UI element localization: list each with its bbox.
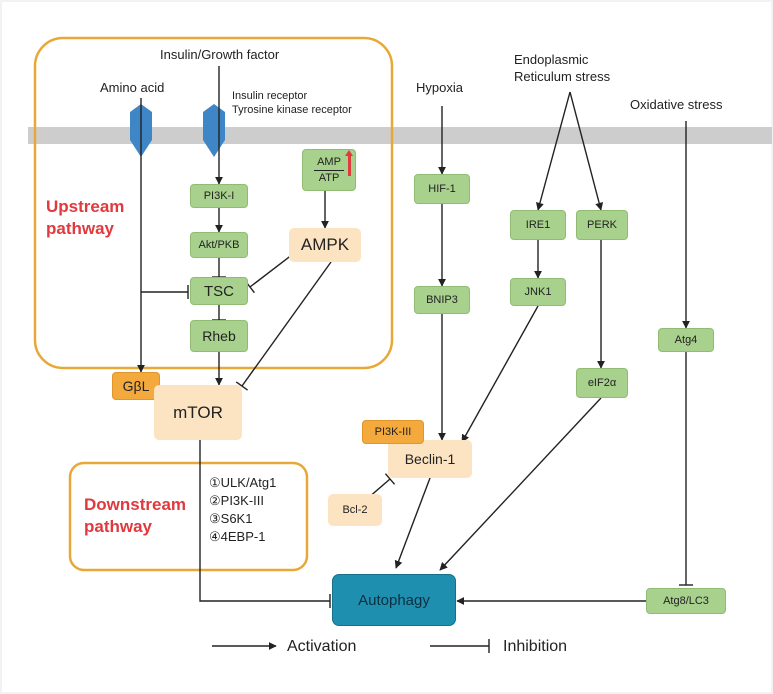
arrow-eif2a-to-autophagy <box>439 397 602 571</box>
amino-acid-label: Amino acid <box>100 80 165 95</box>
bcl-2-node: Bcl-2 <box>328 494 382 526</box>
mtor-node: mTOR <box>154 385 242 440</box>
er-stress-label-line2: Reticulum stress <box>514 69 611 84</box>
arrow-er-to-ire1 <box>536 91 571 211</box>
downstream-pathway-subtitle: pathway <box>84 517 153 536</box>
increase-arrow-icon <box>345 150 353 176</box>
atg8-lc3-node: Atg8/LC3 <box>646 588 726 614</box>
ampk-node: AMPK <box>289 228 361 262</box>
downstream-item-ulk-atg1: ①ULK/Atg1 <box>209 475 277 490</box>
insulin-growth-factor-label: Insulin/Growth factor <box>160 47 280 62</box>
downstream-pathway-box <box>68 461 309 572</box>
downstream-item-pi3k-iii: ②PI3K-III <box>209 493 265 508</box>
inhibit-ampk-to-mtor <box>241 261 332 387</box>
legend-inhibition-label: Inhibition <box>503 638 568 655</box>
perk-node: PERK <box>576 210 628 240</box>
insulin-receptor-icon <box>203 104 225 157</box>
rheb-node: Rheb <box>190 320 248 352</box>
autophagy-node: Autophagy <box>332 574 456 626</box>
inhibit-mtor-to-autophagy <box>199 440 330 602</box>
legend-activation-label: Activation <box>287 638 357 655</box>
atp-label: ATP <box>318 171 340 184</box>
tyrosine-kinase-receptor-label: Tyrosine kinase receptor <box>232 104 352 116</box>
atg4-node: Atg4 <box>658 328 714 352</box>
hif-1-node: HIF-1 <box>414 174 470 204</box>
ire1-node: IRE1 <box>510 210 566 240</box>
jnk1-node: JNK1 <box>510 278 566 306</box>
upstream-pathway-box <box>33 36 394 370</box>
downstream-item-s6k1: ③S6K1 <box>209 511 253 526</box>
oxidative-stress-label: Oxidative stress <box>630 97 723 112</box>
eif2a-node: eIF2α <box>576 368 628 398</box>
er-stress-label-line1: Endoplasmic <box>514 52 589 67</box>
amp-atp-ratio-node: AMP ATP <box>302 149 356 191</box>
downstream-pathway-title: Downstream <box>84 495 187 514</box>
beclin-1-node: Beclin-1 <box>388 440 472 478</box>
pi3k-iii-node: PI3K-III <box>362 420 424 444</box>
arrow-beclin1-to-autophagy <box>394 477 431 569</box>
hypoxia-label: Hypoxia <box>416 80 463 95</box>
bnip3-node: BNIP3 <box>414 286 470 314</box>
upstream-pathway-title: Upstream <box>46 197 125 216</box>
pi3k-i-node: PI3K-I <box>190 184 248 208</box>
insulin-receptor-label: Insulin receptor <box>232 90 308 102</box>
akt-pkb-node: Akt/PKB <box>190 232 248 258</box>
downstream-item-4ebp1: ④4EBP-1 <box>209 529 266 544</box>
upstream-pathway-subtitle: pathway <box>46 219 115 238</box>
arrow-jnk1-to-beclin1 <box>461 305 539 443</box>
arrow-er-to-perk <box>569 91 604 211</box>
amp-label: AMP <box>314 155 344 171</box>
tsc-node: TSC <box>190 277 248 305</box>
gbl-node: GβL <box>112 372 160 400</box>
